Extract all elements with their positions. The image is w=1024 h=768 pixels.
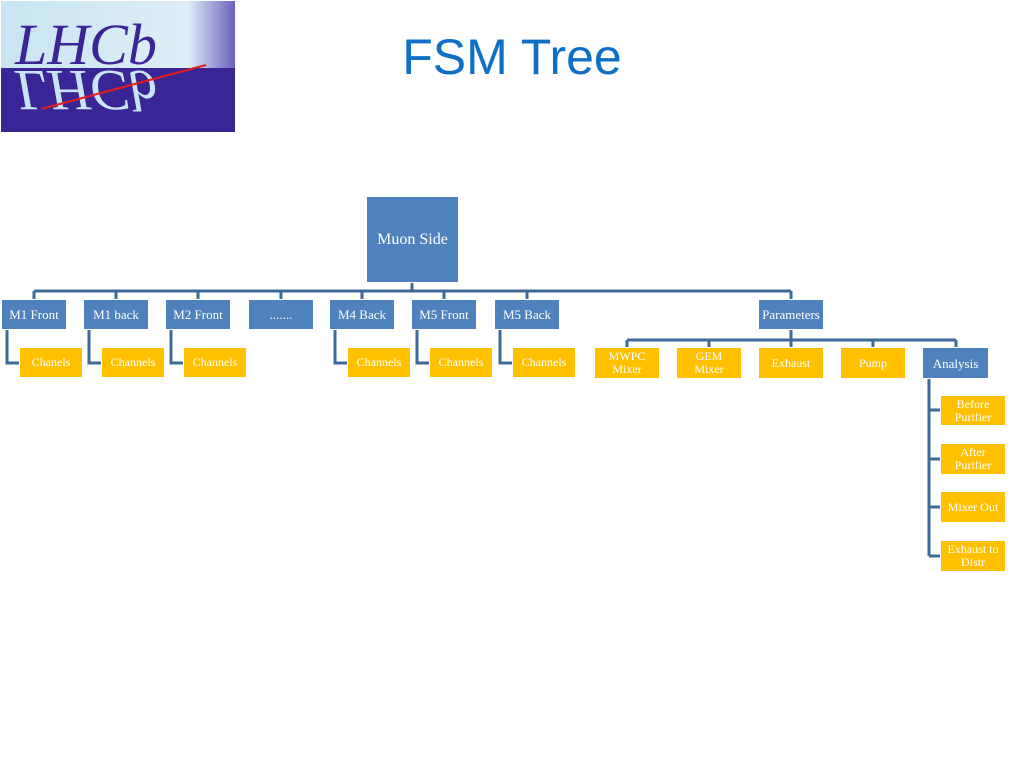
tree-leaf-channels: Channels [183, 347, 247, 378]
tree-node-m2-front: M2 Front [165, 299, 231, 330]
tree-node-muon-side: Muon Side [366, 196, 459, 283]
tree-leaf-pump: Pump [840, 347, 906, 379]
tree-leaf-gem-mixer: GEM Mixer [676, 347, 742, 379]
tree-node-m5-front: M5 Front [411, 299, 477, 330]
tree-node-analysis: Analysis [922, 347, 989, 379]
tree-leaf-channels: Channels [429, 347, 493, 378]
tree-leaf-before-purifier: Before Purifier [940, 395, 1006, 426]
tree-leaf-mixer-out: Mixer Out [940, 491, 1006, 523]
tree-leaf-channels: Channels [512, 347, 576, 378]
lhcb-logo: LHCb LHCb [1, 1, 235, 132]
page-title: FSM Tree [402, 29, 622, 85]
tree-node-m1-back: M1 back [83, 299, 149, 330]
tree-leaf-exhaust-to-distr: Exhaust to Distr [940, 540, 1006, 572]
tree-leaf-channels: Chanels [19, 347, 83, 378]
tree-node-ellipsis: ....... [248, 299, 314, 330]
svg-text:LHCb: LHCb [14, 12, 157, 77]
tree-node-parameters: Parameters [758, 299, 824, 330]
tree-leaf-channels: Channels [347, 347, 411, 378]
tree-node-m5-back: M5 Back [494, 299, 560, 330]
tree-leaf-after-purifier: After Purifier [940, 443, 1006, 475]
tree-leaf-channels: Channels [101, 347, 165, 378]
svg-text:LHCb: LHCb [14, 58, 157, 123]
tree-node-m4-back: M4 Back [329, 299, 395, 330]
tree-leaf-mwpc-mixer: MWPC Mixer [594, 347, 660, 379]
tree-leaf-exhaust: Exhaust [758, 347, 824, 379]
tree-node-m1-front: M1 Front [1, 299, 67, 330]
